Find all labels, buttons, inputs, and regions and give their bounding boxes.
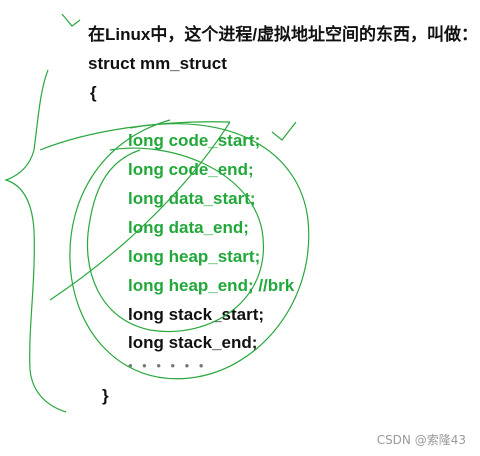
left-bracket-stroke <box>4 69 67 413</box>
member-stack-start: long stack_start; <box>128 305 265 324</box>
ellipsis-dots: • • • • • • <box>128 358 207 373</box>
member-code-start: long code_start; <box>128 131 261 150</box>
close-brace: } <box>102 386 109 405</box>
member-heap-start: long heap_start; <box>128 247 261 266</box>
top-tick-stroke <box>61 13 81 27</box>
member-code-end: long code_end; <box>128 160 254 179</box>
member-data-end: long data_end; <box>128 218 249 237</box>
member-stack-end: long stack_end; <box>128 333 258 352</box>
member-data-start: long data_start; <box>128 189 256 208</box>
checkmark-stroke <box>271 121 297 141</box>
open-brace: { <box>90 83 97 102</box>
heading-text: 在Linux中，这个进程/虚拟地址空间的东西，叫做： <box>88 25 479 44</box>
watermark-text: CSDN @索隆43 <box>376 433 466 447</box>
struct-declaration: struct mm_struct <box>88 54 227 73</box>
member-heap-end: long heap_end; //brk <box>128 276 295 295</box>
